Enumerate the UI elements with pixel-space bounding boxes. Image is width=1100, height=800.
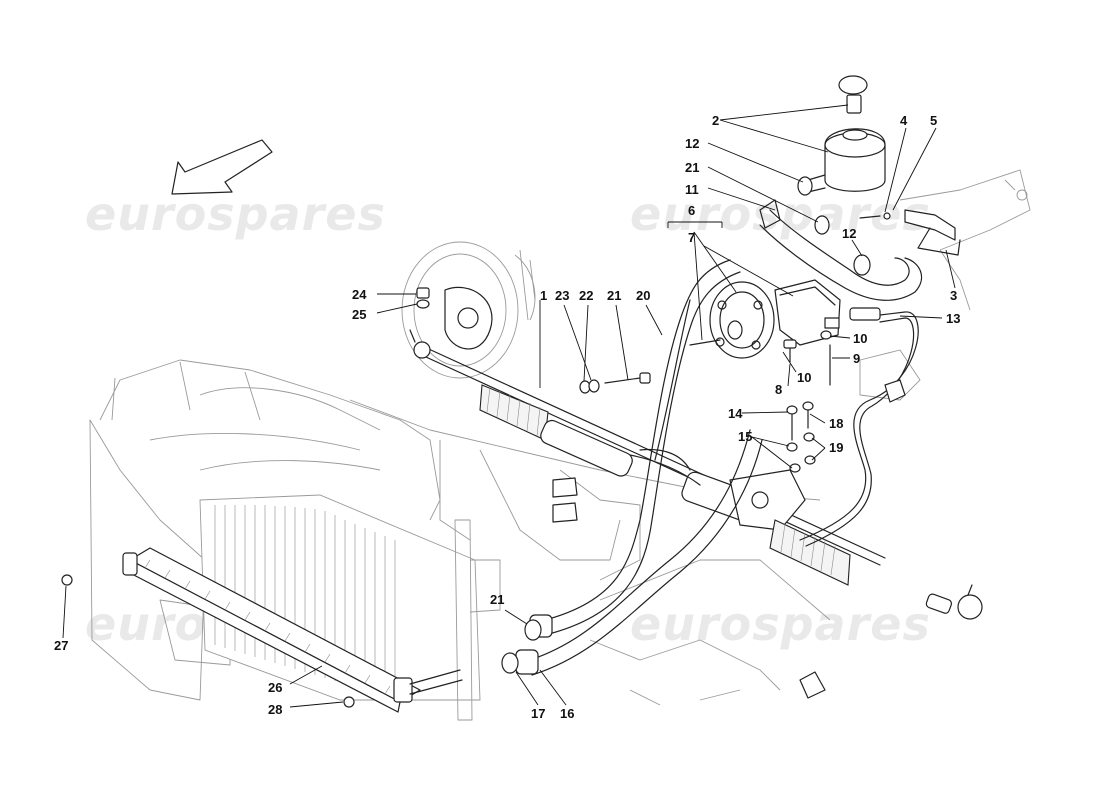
callout-10-right: 10	[853, 331, 867, 346]
callout-14: 14	[728, 406, 743, 421]
callout-2: 2	[712, 113, 719, 128]
nut-25	[416, 287, 430, 299]
watermark-bottom-right: eurospares	[630, 597, 931, 651]
callout-13: 13	[946, 311, 960, 326]
callout-23: 22	[579, 288, 593, 303]
callout-24: 23	[555, 288, 569, 303]
reservoir-hose	[759, 199, 923, 301]
bolt-14	[786, 405, 798, 441]
callout-12-upper: 12	[685, 136, 699, 151]
washer-19	[803, 432, 816, 465]
callout-7: 7	[688, 230, 695, 245]
bolt-18	[802, 401, 814, 429]
washer-26	[416, 299, 430, 309]
fluid-reservoir	[807, 75, 886, 193]
tie-rod-end-left	[409, 329, 431, 359]
leader-lines	[62, 104, 956, 708]
callout-20: 20	[636, 288, 650, 303]
callout-16: 16	[560, 706, 574, 721]
screw-4	[859, 212, 891, 220]
front-hub-assembly	[401, 241, 536, 379]
steering-rack	[409, 329, 983, 620]
callout-25: 24	[352, 287, 367, 302]
callout-3: 3	[950, 288, 957, 303]
oil-cooler	[122, 547, 463, 713]
rack-boot-right	[769, 519, 851, 586]
bolt-22	[604, 372, 651, 384]
callout-8: 8	[775, 382, 782, 397]
clamp-12-lower	[853, 254, 871, 276]
clamp-21-upper	[814, 215, 830, 235]
clamp-12-upper	[797, 176, 813, 196]
callout-10-left: 10	[797, 370, 811, 385]
washer-24	[588, 379, 600, 393]
callout-17: 17	[531, 706, 545, 721]
callout-18: 18	[829, 416, 843, 431]
washer-10a	[820, 330, 832, 340]
callout-28-bottom: 28	[268, 702, 282, 717]
grommet-28-left	[61, 574, 73, 586]
watermark-top-right: eurospares	[630, 187, 931, 241]
callout-1: 1	[540, 288, 547, 303]
callout-5: 5	[930, 113, 937, 128]
tie-rod-end-right	[925, 584, 983, 620]
rack-boot-left	[479, 384, 549, 441]
bolt-8	[783, 339, 797, 363]
callout-11: 11	[685, 182, 699, 197]
callout-9: 9	[853, 351, 860, 366]
callout-12-lower: 12	[842, 226, 856, 241]
callout-21-upper: 21	[685, 160, 699, 175]
callout-22: 21	[607, 288, 621, 303]
reservoir-bracket	[904, 209, 961, 256]
callout-15: 15	[738, 429, 752, 444]
callout-27: 26	[268, 680, 282, 695]
clamp-21-lower	[524, 619, 542, 641]
washer-15	[786, 442, 801, 473]
radiator-condenser	[199, 494, 501, 721]
callout-19: 19	[829, 440, 843, 455]
callout-26: 25	[352, 307, 366, 322]
callout-28-left: 27	[54, 638, 68, 653]
oil-cooler-fins	[144, 559, 391, 695]
rack-housing	[540, 419, 806, 531]
front-direction-arrow	[171, 139, 273, 195]
return-hose	[515, 429, 763, 676]
callout-labels: 2 12 21 11 4 5 6 7 12 3 13 10 9 10 8 14 …	[54, 113, 960, 721]
grommet-28-bottom	[343, 696, 355, 708]
feed-hose-left	[654, 299, 691, 461]
clamp-17	[501, 652, 519, 674]
watermark-top-left: eurospares	[85, 187, 386, 241]
front-body-structure	[89, 359, 441, 701]
power-steering-pump	[689, 279, 841, 359]
hose-mount-brackets	[552, 379, 906, 699]
callout-6: 6	[688, 203, 695, 218]
hard-line-13	[799, 307, 919, 547]
callout-21-lower: 21	[490, 592, 504, 607]
callout-4: 4	[900, 113, 908, 128]
